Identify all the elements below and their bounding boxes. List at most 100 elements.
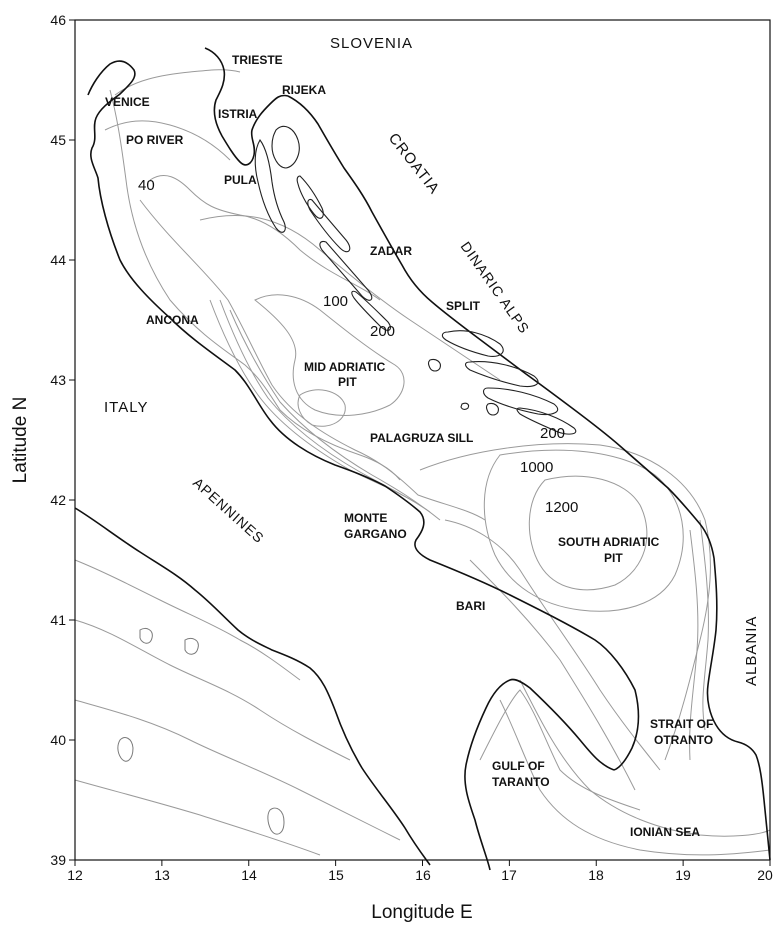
topo-south-italy-3 [74,699,401,841]
island-lastovo [485,402,499,416]
contour-south-outer-2 [469,559,636,791]
label-po-river: PO RIVER [126,133,184,147]
label-gulf-taranto-2: TARANTO [492,775,550,789]
contour-ionian-2 [519,679,771,837]
island-mljet [516,407,577,435]
label-south-adriatic-pit-2: PIT [604,551,623,565]
contour-south-outer [444,519,661,771]
y-tick-label: 46 [50,12,66,28]
label-slovenia: SLOVENIA [330,35,413,52]
label-albania: ALBANIA [743,616,760,686]
label-rijeka: RIJEKA [282,83,326,97]
topo-ring-1 [117,737,134,762]
label-ancona: ANCONA [146,313,199,327]
label-dinaric-alps: DINARIC ALPS [458,239,533,337]
island-kornati [351,290,391,331]
contour-40m-north [149,175,381,301]
x-tick-label: 20 [757,867,773,883]
label-croatia: CROATIA [385,130,443,198]
contour-ionian-1 [499,699,771,856]
contour-mid-pit [297,389,346,427]
depth-label-1000: 1000 [520,459,553,476]
label-ionian-sea: IONIAN SEA [630,825,700,839]
label-monte-gargano-1: MONTE [344,511,387,525]
x-tick-label: 15 [328,867,344,883]
island-korcula [482,387,559,416]
contour-100m [139,199,486,521]
label-mid-adriatic-pit-2: PIT [338,375,357,389]
place-labels: SLOVENIA TRIESTE VENICE ISTRIA RIJEKA PO… [104,35,760,839]
label-trieste: TRIESTE [232,53,283,67]
x-tick-label: 14 [241,867,257,883]
depth-label-1200: 1200 [545,499,578,516]
label-strait-otranto-2: OTRANTO [654,733,713,747]
y-tick-label: 41 [50,612,66,628]
contour-1000m [483,449,684,612]
label-strait-otranto-1: STRAIT OF [650,717,713,731]
island-hvar [464,361,539,388]
contour-200m-north [254,294,405,416]
x-axis-ticks [74,860,771,866]
label-palagruza-sill: PALAGRUZA SILL [370,431,473,445]
label-split: SPLIT [446,299,481,313]
contour-taranto [479,689,641,811]
x-tick-label: 17 [501,867,517,883]
contour-40m [109,89,401,481]
island-brac [441,330,504,357]
x-tick-label: 18 [588,867,604,883]
island-cres [254,139,286,233]
label-italy: ITALY [104,399,148,416]
label-istria: ISTRIA [218,107,258,121]
topo-ring-4 [139,627,153,644]
label-south-adriatic-pit-1: SOUTH ADRIATIC [558,535,660,549]
y-tick-label: 40 [50,732,66,748]
label-zadar: ZADAR [370,244,412,258]
label-venice: VENICE [105,95,150,109]
bathymetry-contours [74,69,771,856]
label-mid-adriatic-pit-1: MID ADRIATIC [304,360,386,374]
coastline-croatia [287,95,715,559]
contour-albania-2 [689,529,699,761]
label-gulf-taranto-1: GULF OF [492,759,545,773]
label-monte-gargano-2: GARGANO [344,527,407,541]
coastline-albania [706,557,771,861]
depth-label-200-south: 200 [540,425,565,442]
contour-shelf-italy-2 [219,299,431,513]
x-tick-label: 19 [675,867,691,883]
x-tick-label: 12 [67,867,83,883]
depth-label-40: 40 [138,177,155,194]
y-axis-label: Latitude N [10,397,31,484]
topo-ring-3 [184,637,199,655]
island-rab [296,175,324,219]
coastline-istria [204,47,289,166]
contour-shelf-italy-3 [229,309,441,521]
x-axis-label: Longitude E [371,902,472,923]
contour-200m-south [419,443,711,761]
y-tick-label: 42 [50,492,66,508]
x-tick-label: 13 [154,867,170,883]
depth-label-200-north: 200 [370,323,395,340]
coastline-italy-heel [464,678,615,871]
y-tick-label: 45 [50,132,66,148]
depth-label-100: 100 [323,293,348,310]
topo-south-italy-2 [74,619,351,761]
y-tick-label: 39 [50,852,66,868]
y-axis-ticks [69,19,75,861]
label-apennines: APENNINES [190,474,268,546]
y-tick-label: 44 [50,252,66,268]
y-axis-tick-labels: 46 45 44 43 42 41 40 39 [50,12,66,868]
island-vis [427,358,441,372]
contour-100m-inner [199,215,501,381]
topo-south-italy-4 [74,779,321,856]
topo-ring-2 [267,807,285,835]
label-bari: BARI [456,599,485,613]
contour-albania-1 [699,519,709,731]
coastline-italy-adriatic [87,60,640,771]
label-pula: PULA [224,173,257,187]
island-pag [307,198,351,253]
contour-north-shelf [104,120,231,161]
island-dugi [319,240,373,301]
x-tick-label: 16 [415,867,431,883]
island-palagruza [460,402,470,410]
